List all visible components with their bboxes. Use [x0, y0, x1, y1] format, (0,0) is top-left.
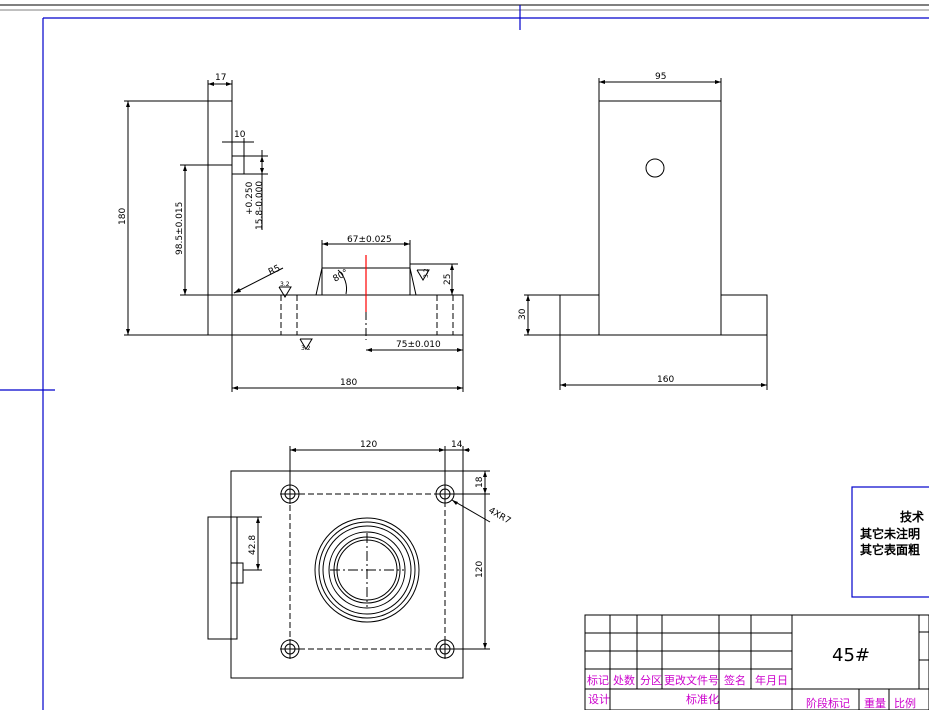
header-mark: 标记 [587, 673, 609, 687]
technical-requirements-box: 技术 其它未注明 其它表面粗 [851, 486, 929, 598]
header-standard: 标准化 [686, 692, 719, 706]
top-base-outline [230, 470, 464, 679]
dim-height-180: 180 [118, 208, 128, 225]
vertical-plate [207, 100, 233, 336]
front-view-arrows [126, 82, 463, 390]
side-view-arrows [526, 80, 767, 387]
dim-17: 17 [215, 73, 226, 83]
dim-width-180: 180 [340, 378, 357, 388]
header-stage: 阶段标记 [806, 696, 850, 710]
drawing-frame [0, 4, 929, 710]
plate-slot [231, 155, 245, 175]
dim-r5: R5 [267, 264, 282, 278]
header-zone: 分区 [640, 674, 662, 687]
title-block [584, 614, 929, 711]
top-plate-outline [207, 516, 238, 640]
tech-line-1: 其它未注明 [860, 526, 920, 541]
top-view-labels: 120 14 18 4XR7 42.8 120 [248, 440, 512, 578]
base-plate [231, 294, 464, 336]
header-date: 年月日 [755, 673, 788, 687]
roughness-2: 3.2 [301, 345, 311, 352]
dim-42-8: 42.8 [248, 535, 258, 555]
dim-tol-base: 15.8-0.000 [255, 181, 265, 230]
dim-30: 30 [518, 308, 528, 320]
tech-title: 技术 [900, 509, 924, 524]
roughness-1: 3.2 [280, 281, 290, 288]
dim-95: 95 [655, 72, 666, 82]
dim-67: 67±0.025 [347, 235, 392, 245]
title-block-labels: 45# 标记 处数 分区 更改文件号 签名 年月日 设计 标准化 阶段标记 重量… [587, 645, 916, 710]
top-view-arrows [256, 448, 487, 649]
dim-14: 14 [451, 440, 463, 450]
material-label: 45# [832, 645, 870, 666]
dim-holes-4xr7: 4XR7 [487, 506, 513, 527]
header-scale: 比例 [894, 696, 916, 710]
header-count: 处数 [613, 674, 635, 687]
dim-120-vertical: 120 [475, 561, 485, 578]
front-view-labels: 17 10 +0.250 15.8-0.000 180 98.5±0.015 R… [118, 73, 453, 388]
dim-18: 18 [475, 476, 485, 488]
dim-98-5: 98.5±0.015 [175, 202, 185, 255]
side-hole [645, 158, 665, 178]
tech-line-2: 其它表面粗 [860, 542, 920, 557]
dim-tol-upper: +0.250 [245, 181, 255, 215]
dim-10: 10 [234, 130, 246, 140]
dim-80-deg: 80° [332, 268, 351, 285]
roughness-3: 3.2 [423, 268, 430, 278]
side-upright [598, 100, 722, 336]
dim-120-horizontal: 120 [360, 440, 377, 450]
boss-outer-ring [314, 517, 420, 623]
header-sign: 签名 [724, 673, 746, 687]
bolt-pattern-outline [289, 493, 446, 650]
side-view-labels: 95 30 160 [518, 72, 674, 385]
header-doc: 更改文件号 [664, 673, 719, 687]
dim-75: 75±0.010 [396, 340, 441, 350]
top-view [207, 446, 491, 679]
dim-25: 25 [443, 274, 453, 285]
header-design: 设计 [588, 693, 610, 706]
dim-160: 160 [657, 375, 674, 385]
side-view [524, 78, 768, 390]
header-weight: 重量 [864, 696, 886, 710]
